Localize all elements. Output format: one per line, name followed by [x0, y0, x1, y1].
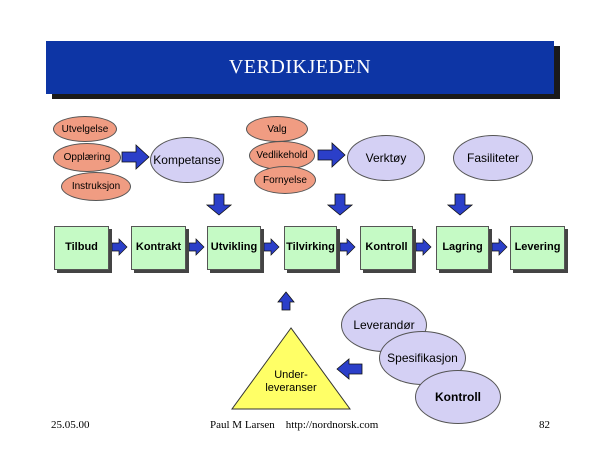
arrow-right-icon: [415, 238, 432, 256]
subdelivery-triangle: [231, 327, 351, 410]
arrow-right-icon: [491, 238, 508, 256]
footer-page-number: 82: [539, 419, 550, 431]
arrow-down-icon: [205, 193, 233, 216]
process-step-lagring: Lagring: [436, 226, 489, 270]
process-step-kontrakt: Kontrakt: [131, 226, 186, 270]
process-step-kontroll: Kontroll: [360, 226, 413, 270]
supplier-oval-kontroll: Kontroll: [415, 370, 501, 424]
input-oval-opplaering: Opplæring: [53, 143, 121, 172]
arrow-right-icon: [317, 142, 346, 168]
arrow-right-icon: [111, 238, 128, 256]
slide-title: VERDIKJEDEN: [46, 41, 554, 94]
process-step-tilbud: Tilbud: [54, 226, 109, 270]
process-step-utvikling: Utvikling: [207, 226, 261, 270]
subdelivery-label: Under- leveranser: [256, 369, 326, 395]
arrow-right-icon: [121, 144, 150, 170]
supplier-oval-spesifikasjon: Spesifikasjon: [379, 331, 466, 385]
footer-author: Paul M Larsen http://nordnorsk.com: [210, 419, 379, 431]
resource-oval-kompetanse: Kompetanse: [150, 137, 224, 183]
resource-oval-verktoy: Verktøy: [347, 135, 425, 181]
arrow-right-icon: [263, 238, 280, 256]
input-oval-utvelgelse: Utvelgelse: [53, 116, 117, 142]
footer-date: 25.05.00: [51, 419, 90, 431]
arrow-left-icon: [336, 358, 363, 380]
resource-oval-fasiliteter: Fasiliteter: [453, 135, 533, 181]
input-oval-instruksjon: Instruksjon: [61, 172, 131, 201]
process-step-levering: Levering: [510, 226, 565, 270]
input-oval-valg: Valg: [246, 116, 308, 142]
arrow-right-icon: [339, 238, 356, 256]
input-oval-fornyelse: Fornyelse: [254, 166, 316, 194]
subdelivery-label-line1: Under-: [274, 369, 308, 381]
arrow-right-icon: [188, 238, 205, 256]
process-step-tilvirking: Tilvirking: [284, 226, 337, 270]
arrow-down-icon: [446, 193, 474, 216]
subdelivery-label-line2: leveranser: [265, 382, 317, 394]
arrow-down-icon: [326, 193, 354, 216]
arrow-up-icon: [277, 291, 295, 311]
